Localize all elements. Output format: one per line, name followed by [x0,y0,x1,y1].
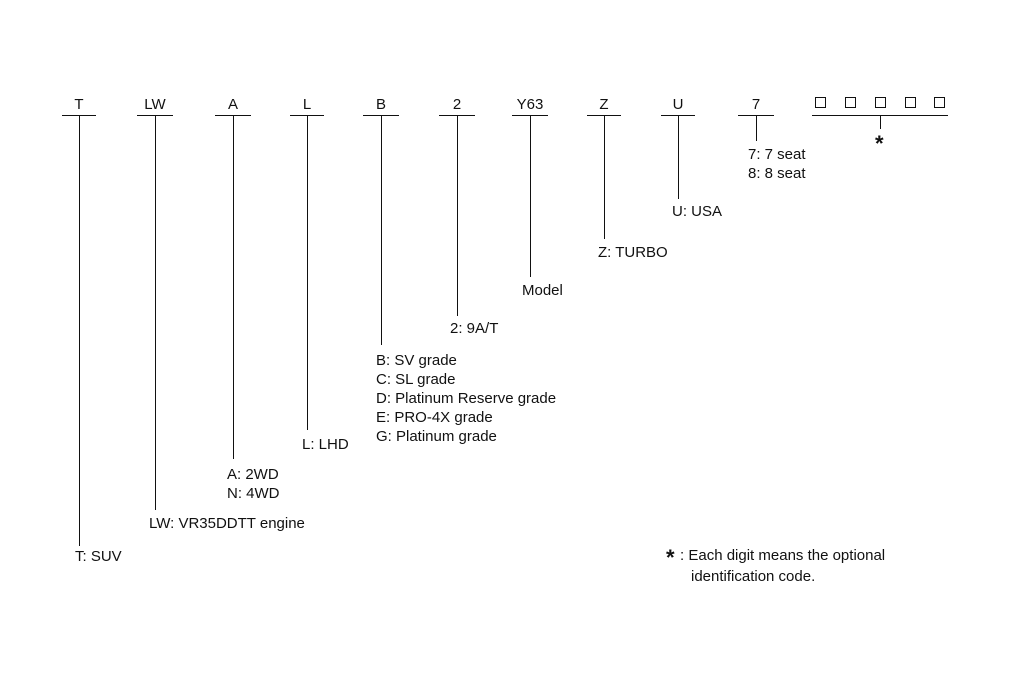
code-a: A [227,96,239,113]
optional-box-2 [845,97,856,108]
desc-line: L: LHD [302,436,349,453]
desc-u: U: USA [672,202,722,221]
desc-line: D: Platinum Reserve grade [376,390,557,407]
desc-7: 7: 7 seat 8: 8 seat [748,145,806,183]
desc-b: B: SV grade C: SL grade D: Platinum Rese… [376,351,556,446]
leader-a [233,115,234,459]
code-7: 7 [751,96,761,113]
desc-l: L: LHD [302,435,349,454]
leader-t [79,115,80,546]
leader-b [381,115,382,345]
note-asterisk: * [666,545,675,570]
desc-line: G: Platinum grade [376,428,497,445]
leader-7 [756,115,757,141]
leader-2 [457,115,458,316]
code-z: Z [599,96,609,113]
desc-line: A: 2WD [227,466,279,483]
desc-lw: LW: VR35DDTT engine [149,514,305,533]
code-t: T [74,96,84,113]
optional-box-4 [905,97,916,108]
footnote-line: : Each digit means the optional [680,547,886,564]
desc-line: C: SL grade [376,371,456,388]
desc-line: N: 4WD [227,485,280,502]
desc-line: LW: VR35DDTT engine [149,515,305,532]
leader-lw [155,115,156,510]
desc-line: B: SV grade [376,352,457,369]
asterisk-marker: * [875,131,884,156]
code-2: 2 [452,96,462,113]
desc-t: T: SUV [75,547,122,566]
desc-line: U: USA [672,203,723,220]
leader-l [307,115,308,430]
optional-box-3 [875,97,886,108]
footnote: : Each digit means the optional identifi… [680,545,885,587]
leader-y63 [530,115,531,277]
footnote-line: identification code. [691,568,816,585]
desc-line: Z: TURBO [598,244,668,261]
footnote-text: Each digit means the optional [688,547,886,564]
code-y63: Y63 [516,96,544,113]
code-u: U [672,96,684,113]
leader-u [678,115,679,199]
desc-a: A: 2WD N: 4WD [227,465,280,503]
code-l: L [302,96,312,113]
optional-box-5 [934,97,945,108]
optional-box-1 [815,97,826,108]
leader-optional [880,115,881,129]
desc-line: Model [522,282,563,299]
desc-2: 2: 9A/T [450,319,498,338]
code-b: B [375,96,387,113]
desc-line: 7: 7 seat [748,146,806,163]
desc-line: T: SUV [75,548,122,565]
desc-line: 2: 9A/T [450,320,499,337]
desc-line: E: PRO-4X grade [376,409,493,426]
code-lw: LW [144,96,166,113]
desc-line: 8: 8 seat [748,165,806,182]
desc-y63: Model [522,281,563,300]
desc-z: Z: TURBO [598,243,668,262]
leader-z [604,115,605,239]
